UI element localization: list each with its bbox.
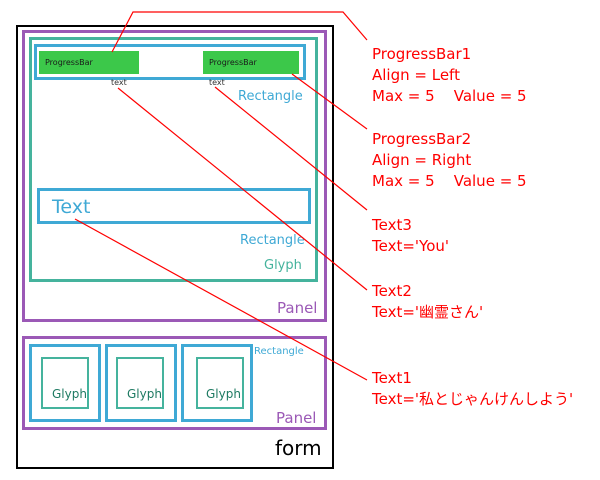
- annotation-progressbar1: ProgressBar1 Align = Left Max = 5 Value …: [372, 44, 527, 107]
- text3-element: text: [209, 78, 225, 87]
- cell-glyph-box-2: [116, 357, 164, 409]
- rectangle-label-middle: Rectangle: [240, 233, 305, 248]
- annotation-progressbar2-name: ProgressBar2: [372, 130, 472, 148]
- annotation-text1: Text1 Text='私とじゃんけんしよう': [372, 368, 573, 410]
- connector-text1: [74, 218, 368, 381]
- annotation-progressbar1-values: Max = 5 Value = 5: [372, 87, 527, 105]
- cell-rectangle-1: [29, 344, 101, 422]
- form-frame: [16, 25, 334, 469]
- annotation-text2: Text2 Text='幽霊さん': [372, 281, 483, 323]
- cell-glyph-label-3: Glyph: [206, 387, 241, 401]
- glyph-container: [29, 37, 318, 282]
- progressbar-2-label: ProgressBar: [209, 58, 257, 67]
- annotation-text2-name: Text2: [372, 282, 412, 300]
- annotation-text1-name: Text1: [372, 369, 412, 387]
- panel-label-bottom: Panel: [276, 409, 317, 427]
- progressbar-2: ProgressBar: [203, 51, 299, 74]
- annotation-text3: Text3 Text='You': [372, 215, 449, 257]
- annotation-progressbar2-values: Max = 5 Value = 5: [372, 172, 527, 190]
- panel-bottom: [22, 336, 327, 430]
- rectangle-label-bottom: Rectangle: [254, 346, 304, 357]
- annotation-progressbar2-align: Align = Right: [372, 151, 472, 169]
- progressbar-1: ProgressBar: [39, 51, 139, 74]
- progressbar-1-label: ProgressBar: [45, 58, 93, 67]
- annotation-text3-name: Text3: [372, 216, 412, 234]
- annotation-text2-value: Text='幽霊さん': [372, 303, 484, 321]
- rectangle-label-top: Rectangle: [238, 89, 303, 104]
- annotation-text1-value: Text='私とじゃんけんしよう': [372, 390, 574, 408]
- annotation-progressbar1-name: ProgressBar1: [372, 45, 472, 63]
- cell-rectangle-3: [181, 344, 253, 422]
- annotation-progressbar2: ProgressBar2 Align = Right Max = 5 Value…: [372, 129, 527, 192]
- annotation-text3-value: Text='You': [372, 237, 450, 255]
- cell-glyph-box-1: [41, 357, 89, 409]
- text-rectangle: [37, 188, 311, 224]
- annotation-progressbar1-align: Align = Left: [372, 66, 460, 84]
- cell-rectangle-2: [105, 344, 177, 422]
- form-label: form: [275, 436, 322, 460]
- connector-text3: [214, 86, 368, 211]
- glyph-label-main: Glyph: [264, 258, 302, 273]
- progressbar-rectangle: [34, 44, 306, 80]
- connector-progressbar2: [291, 73, 368, 130]
- text2-element: text: [111, 78, 127, 87]
- panel-label-top: Panel: [277, 299, 318, 317]
- text1-element: Text: [52, 196, 91, 218]
- cell-glyph-label-2: Glyph: [127, 387, 162, 401]
- connector-progressbar1: [111, 11, 368, 53]
- cell-glyph-box-3: [196, 357, 244, 409]
- connector-text2: [117, 87, 368, 291]
- cell-glyph-label-1: Glyph: [52, 387, 87, 401]
